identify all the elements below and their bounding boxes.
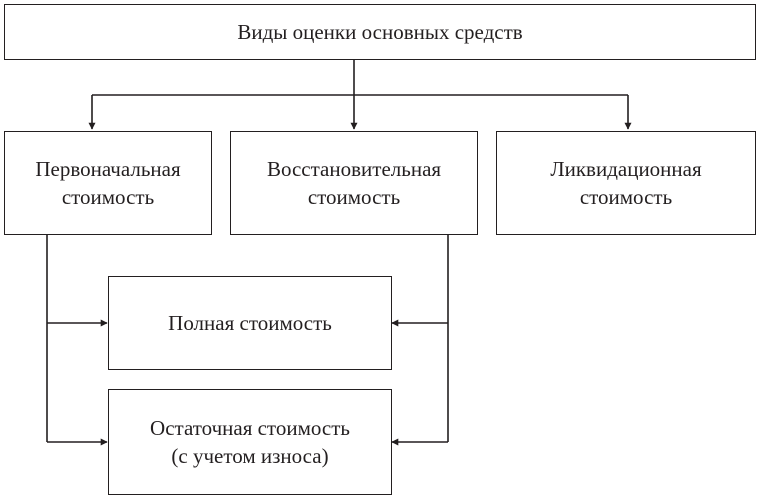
root-box: Виды оценки основных средств: [4, 4, 756, 60]
original-cost-label: Первоначальная стоимость: [35, 157, 181, 209]
liquidation-cost-box: Ликвидационная стоимость: [496, 131, 756, 235]
residual-cost-box: Остаточная стоимость (с учетом износа): [108, 389, 392, 495]
full-cost-label: Полная стоимость: [168, 311, 332, 335]
original-cost-box: Первоначальная стоимость: [4, 131, 212, 235]
residual-cost-label: Остаточная стоимость (с учетом износа): [150, 416, 350, 468]
replacement-cost-box: Восстановительная стоимость: [230, 131, 478, 235]
liquidation-cost-label: Ликвидационная стоимость: [550, 157, 702, 209]
full-cost-box: Полная стоимость: [108, 276, 392, 370]
replacement-cost-label: Восстановительная стоимость: [266, 157, 442, 209]
root-label: Виды оценки основных средств: [237, 20, 523, 44]
